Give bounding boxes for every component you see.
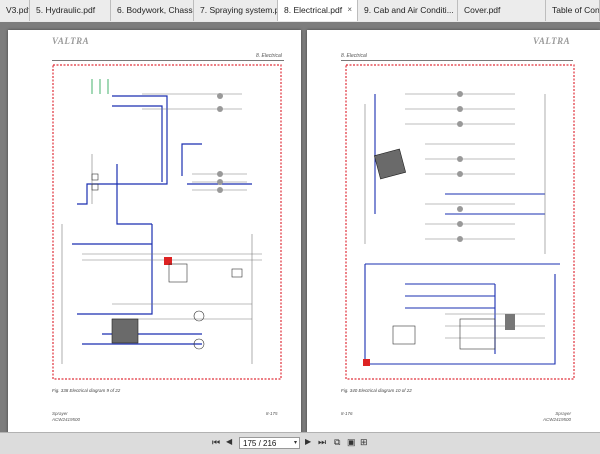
last-page-icon[interactable]: ⏭ <box>318 437 327 447</box>
tab-label: 7. Spraying system.pdf <box>200 5 278 15</box>
figure-caption: Fig. 338 Electrical diagram 9 of 22 <box>52 388 121 393</box>
tab-label: 6. Bodywork, Chassis <box>117 5 194 15</box>
close-tab-icon[interactable]: × <box>347 5 352 14</box>
tab-label: V3.pdf <box>6 5 30 15</box>
valtra-logo: VALTRA <box>533 36 571 46</box>
tab-label: 5. Hydraulic.pdf <box>36 5 96 15</box>
tab-label: Table of Cont <box>552 5 600 15</box>
header-divider <box>52 60 284 61</box>
footer-text: Sprayer <box>52 411 68 416</box>
tab-v3[interactable]: V3.pdf <box>0 0 30 21</box>
section-header: 8. Electrical <box>256 53 282 59</box>
tab-spraying-system[interactable]: 7. Spraying system.pdf <box>194 0 278 21</box>
page-number: 8-176 <box>341 411 353 416</box>
tab-bodywork[interactable]: 6. Bodywork, Chassis <box>111 0 194 21</box>
document-viewer[interactable]: VALTRA 8. Electrical <box>0 22 600 442</box>
page-number: 8-175 <box>266 411 278 416</box>
electrical-diagram-9 <box>52 64 282 380</box>
electrical-diagram-10 <box>345 64 575 380</box>
page-number-input[interactable]: 175 / 216 ▾ <box>239 437 300 449</box>
bottom-toolbar: ⏮ ◀ 175 / 216 ▾ ▶ ⏭ ⧉ ▣ ⊞ <box>0 432 600 454</box>
pdf-page-right: 8. Electrical VALTRA <box>307 30 600 442</box>
next-page-icon[interactable]: ▶ <box>305 437 312 446</box>
tab-table-of-contents[interactable]: Table of Cont <box>546 0 600 21</box>
footer-text: ACW2419500 <box>543 417 572 422</box>
tab-bar: V3.pdf 5. Hydraulic.pdf 6. Bodywork, Cha… <box>0 0 600 23</box>
first-page-icon[interactable]: ⏮ <box>212 437 221 447</box>
page-number-value: 175 / 216 <box>243 439 277 448</box>
previous-page-icon[interactable]: ◀ <box>226 437 233 446</box>
footer-text: Sprayer <box>555 411 572 416</box>
tab-label: 8. Electrical.pdf <box>284 5 343 15</box>
single-page-view-icon[interactable]: ⧉ <box>334 437 341 447</box>
tab-cab-air-conditioning[interactable]: 9. Cab and Air Conditi... <box>358 0 458 21</box>
tab-electrical[interactable]: 8. Electrical.pdf × <box>278 0 358 21</box>
chevron-down-icon[interactable]: ▾ <box>293 440 297 446</box>
fit-page-icon[interactable]: ⊞ <box>360 437 368 447</box>
figure-caption: Fig. 340 Electrical diagram 10 of 22 <box>341 388 412 393</box>
section-header: 8. Electrical <box>341 53 367 59</box>
pdf-page-left: VALTRA 8. Electrical <box>8 30 301 442</box>
footer-text: ACW2419500 <box>52 417 81 422</box>
tab-label: Cover.pdf <box>464 5 501 15</box>
tab-label: 9. Cab and Air Conditi... <box>364 5 454 15</box>
valtra-logo: VALTRA <box>52 36 90 46</box>
header-divider <box>341 60 573 61</box>
tab-hydraulic[interactable]: 5. Hydraulic.pdf <box>30 0 111 21</box>
two-page-view-icon[interactable]: ▣ <box>347 437 356 447</box>
tab-cover[interactable]: Cover.pdf <box>458 0 546 21</box>
